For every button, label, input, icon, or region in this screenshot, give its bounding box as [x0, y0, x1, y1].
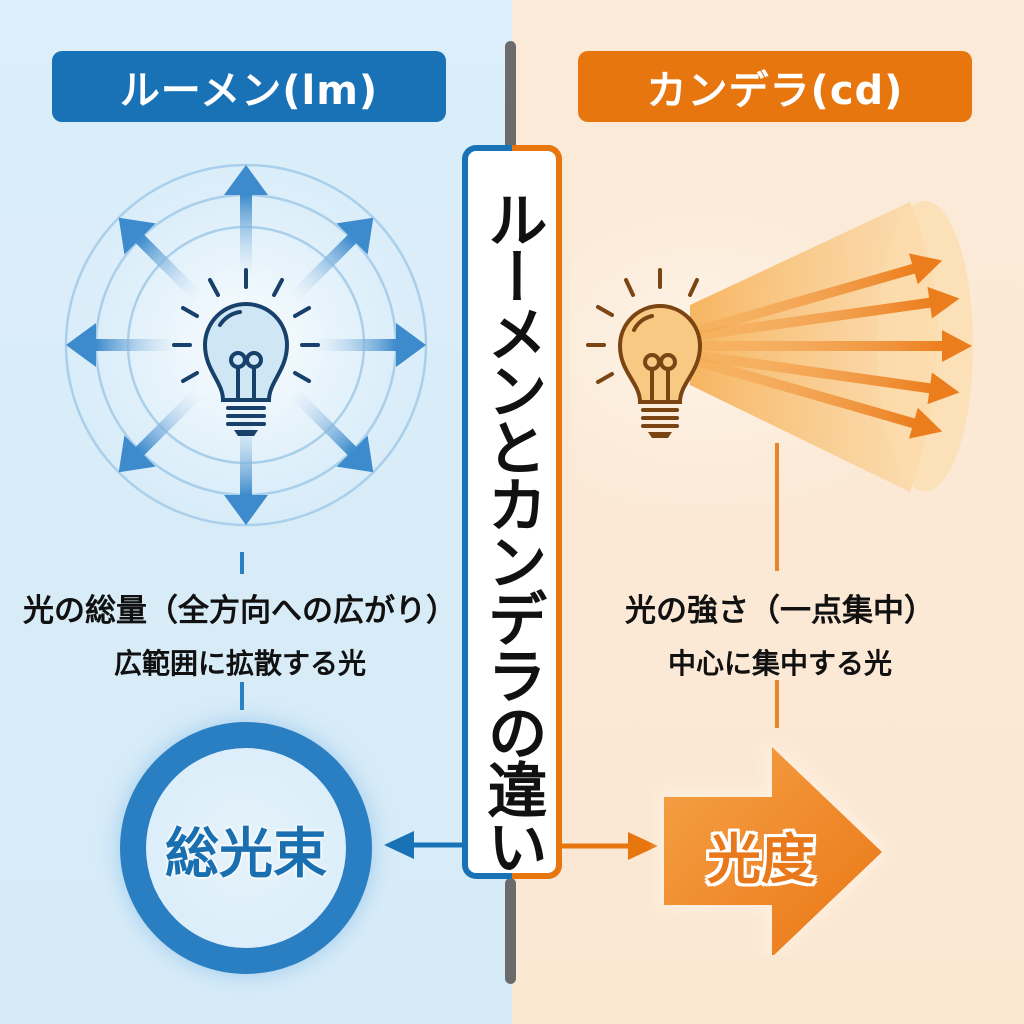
lumen-description-line2: 広範囲に拡散する光 — [113, 647, 366, 680]
candela-badge: カンデラ(cd) — [578, 51, 972, 122]
candela-description: 光の強さ（一点集中） 中心に集中する光 — [590, 585, 970, 682]
candela-description-line1: 光の強さ（一点集中） — [625, 593, 935, 629]
lumen-connector-bottom — [240, 682, 244, 710]
arrow-right-to-intensity-icon — [556, 832, 658, 860]
lumen-badge: ルーメン(lm) — [52, 51, 446, 122]
center-divider-bottom — [505, 878, 516, 984]
total-luminous-flux-circle: 総光束 — [120, 722, 372, 974]
lumen-badge-label: ルーメン(lm) — [119, 67, 379, 114]
luminous-intensity-label: 光度 — [707, 828, 815, 891]
center-divider-top — [505, 41, 516, 151]
lumen-description: 光の総量（全方向への広がり） 広範囲に拡散する光 — [20, 585, 460, 682]
bulb-focused-beam-icon — [570, 180, 1020, 510]
luminous-intensity-arrow-icon — [662, 745, 886, 955]
arrow-left-to-total-flux-icon — [384, 831, 468, 859]
comparison-title-box: ルーメンとカンデラの違い — [462, 145, 562, 879]
bulb-radiating-all-directions-icon — [64, 163, 428, 527]
candela-connector-top — [775, 443, 779, 571]
lumen-connector-top — [240, 552, 244, 574]
candela-description-line2: 中心に集中する光 — [667, 647, 892, 680]
candela-connector-bottom — [775, 680, 779, 728]
lumen-description-line1: 光の総量（全方向への広がり） — [23, 593, 457, 629]
total-luminous-flux-label: 総光束 — [165, 821, 327, 885]
comparison-title: ルーメンとカンデラの違い — [477, 189, 547, 873]
candela-badge-label: カンデラ(cd) — [646, 67, 904, 114]
